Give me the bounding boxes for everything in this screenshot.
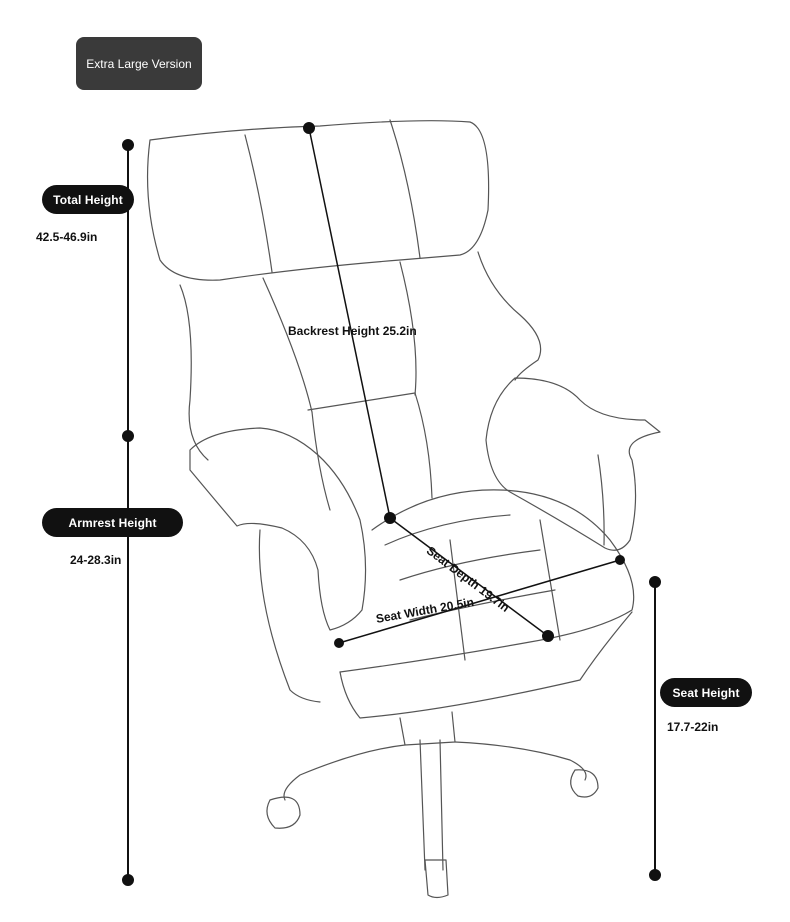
version-badge: Extra Large Version — [76, 37, 202, 90]
total-height-value: 42.5-46.9in — [36, 230, 98, 244]
seat-height-label: Seat Height — [660, 678, 752, 707]
armrest-height-label: Armrest Height — [42, 508, 183, 537]
dimension-lines — [122, 122, 661, 886]
total-height-label: Total Height — [42, 185, 134, 214]
armrest-height-value: 24-28.3in — [70, 553, 122, 567]
backrest-height-label: Backrest Height 25.2in — [288, 324, 417, 338]
seat-height-value: 17.7-22in — [667, 720, 719, 734]
office-chair-drawing — [146, 119, 661, 899]
